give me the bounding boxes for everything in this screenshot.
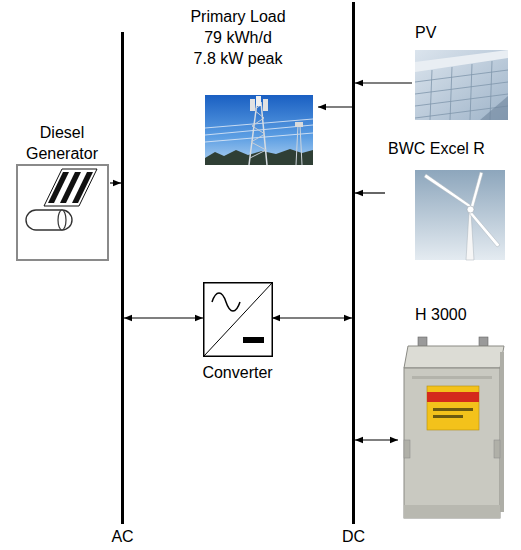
tower-picture [263,99,268,111]
battery-picture [427,386,479,430]
pv-picture [480,96,508,120]
battery-picture [494,440,500,458]
pv-node: PV [412,22,510,122]
tower-picture [205,95,313,165]
converter-picture [212,293,240,311]
battery-picture [427,392,479,402]
tower-picture [296,125,298,165]
power-flow-arrow [124,317,203,318]
wind-turbine-picture [470,172,483,209]
diesel-generator-picture [44,169,97,206]
pv-picture [415,50,508,120]
diesel-node: Diesel Generator [14,122,110,262]
pv-picture [415,82,508,94]
diesel-label: Diesel Generator [22,122,102,164]
pv-label: PV [415,22,505,43]
converter-picture [204,283,272,356]
battery-picture [404,346,504,368]
wind-turbine-picture [424,174,472,208]
text-holder: AC [111,526,133,547]
tower-picture [250,104,266,158]
pv-picture [450,67,452,120]
wind-turbine-picture [468,211,500,247]
converter-picture [243,337,264,343]
battery-picture [418,337,427,346]
load-label: 79 kWh/d [180,27,296,48]
pv-picture [415,50,508,72]
battery-picture [479,337,488,346]
pv-picture [415,70,508,82]
power-flow-arrow [355,439,398,440]
load-label: 7.8 kW peak [180,48,296,69]
diesel-generator-picture [17,165,108,260]
battery-picture [412,376,492,379]
power-flow-arrow [272,317,352,318]
power-flow-arrow [355,82,412,83]
pv-picture [470,64,472,120]
pv-picture [415,94,508,106]
power-flow-arrow [318,106,352,107]
wind-turbine-picture [466,212,474,260]
battery-picture [433,415,463,418]
tower-picture [295,122,303,127]
text-holder: Diesel Generator [22,122,102,164]
battery-picture [404,505,500,518]
converter-node: Converter [203,282,272,388]
wind-label: BWC Excel R [388,138,508,159]
pv-picture [415,50,508,120]
pv-picture [430,70,432,120]
diesel-generator-picture [58,210,66,230]
converter-picture [204,283,273,357]
wind-turbine-picture [467,206,474,213]
tower-picture [300,125,302,165]
diesel-generator-picture [17,165,108,260]
battery-picture [433,408,473,411]
text-holder: Primary Load79 kWh/d7.8 kW peak [180,6,296,69]
text-holder: BWC Excel R [388,138,508,159]
text-holder: Converter [203,362,272,383]
power-flow-arrow [110,182,121,183]
bus-label: AC [111,526,133,547]
text-holder: H 3000 [415,304,505,325]
load-label: Primary Load [180,6,296,27]
bus-label: DC [342,526,365,547]
wind-turbine-picture [415,170,505,260]
tower-picture [256,96,261,106]
battery-picture [500,352,504,512]
ac-bus: AC [121,32,124,524]
battery-picture [404,440,410,458]
battery-picture [404,368,500,518]
power-flow-arrow [355,192,385,193]
tower-picture [205,119,313,128]
battery-picture [404,337,504,518]
converter-picture [204,283,273,357]
battery-label: H 3000 [415,304,505,325]
diesel-generator-picture [26,210,72,230]
load-node: Primary Load79 kWh/d7.8 kW peak [180,6,318,168]
converter-label: Converter [202,362,272,383]
text-holder: PV [415,22,505,43]
tower-picture [250,99,255,111]
dc-bus: DC [352,2,355,524]
text-holder: DC [342,526,365,547]
battery-node: H 3000 [398,304,508,522]
wind-turbine-picture [415,170,505,260]
wind-node: BWC Excel R [385,138,509,262]
tower-picture [205,95,313,165]
